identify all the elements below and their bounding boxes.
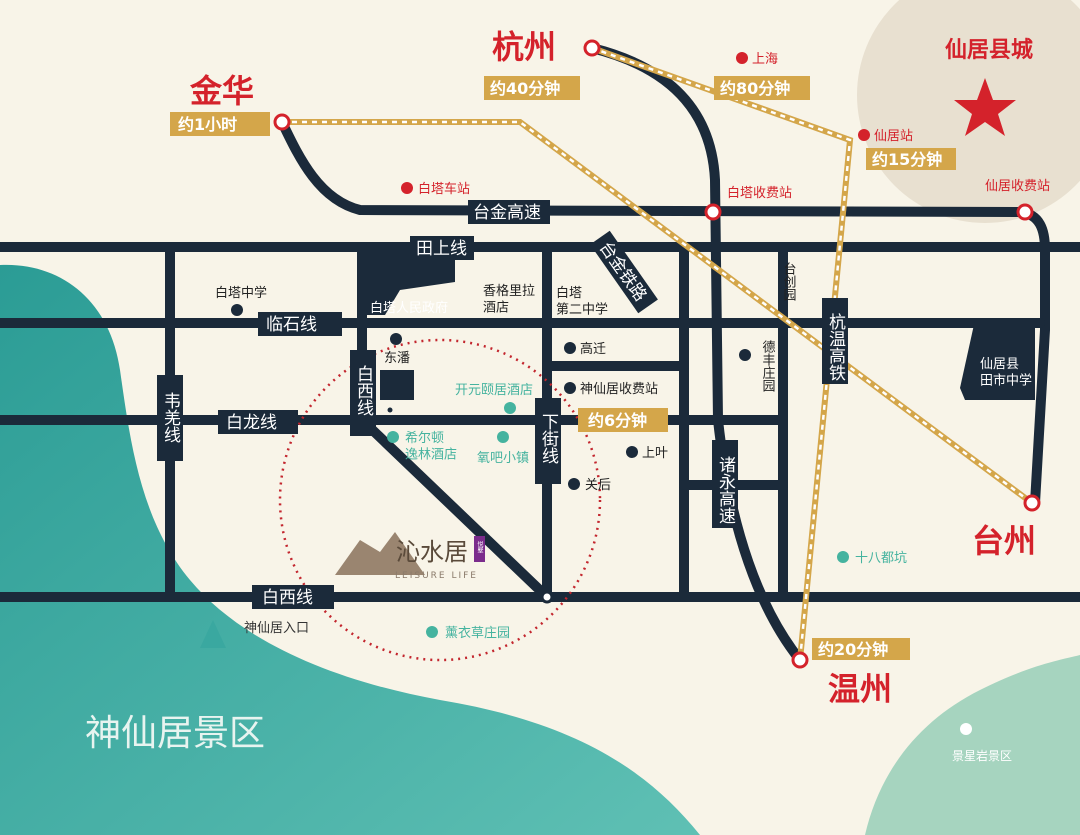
badge-hangzhou: 约40分钟 (490, 79, 560, 98)
poi-defeng: 德丰庄园 (760, 340, 776, 392)
road-xiajie: 下街线 (538, 413, 559, 464)
badge-station: 约15分钟 (872, 150, 942, 169)
poi-shenxian-toll: 神仙居收费站 (580, 382, 658, 397)
road-bailong: 白龙线 (226, 413, 277, 433)
city-jinhua: 金华 (189, 72, 254, 110)
poi-shiba: 十八都坑 (855, 551, 907, 566)
poi-baita-station: 白塔车站 (418, 181, 470, 197)
poi-shanghai: 上海 (752, 52, 778, 67)
radius-circle (278, 338, 602, 662)
green-area (865, 655, 1080, 835)
time-badges: 约1小时 约40分钟 约80分钟 约15分钟 约6分钟 约20分钟 (170, 76, 956, 660)
poi-hilton: 希尔顿逸林酒店 (405, 431, 457, 462)
badge-wenzhou: 约20分钟 (818, 640, 888, 659)
pois: 上海 仙居站 白塔车站 白塔收费站 仙居收费站 白塔中学 白塔人民政府 香格里拉… (85, 52, 1050, 763)
city-taizhou: 台州 (972, 522, 1036, 560)
poi-shangye: 上叶 (642, 446, 668, 461)
poi-school2: 白塔第二中学 (556, 285, 608, 317)
project-marker: 沁水居 悦墅 LEISURE LIFE (335, 370, 485, 581)
poi-lavender: 薰衣草庄园 (445, 625, 510, 641)
poi-kaiyuan: 开元颐居酒店 (455, 383, 533, 398)
city-wenzhou: 温州 (828, 670, 892, 708)
poi-baita-toll: 白塔收费站 (727, 185, 792, 201)
road-zhuyong: 诸永高速 (715, 456, 736, 524)
poi-xianju-station: 仙居站 (874, 129, 913, 144)
sea-area (0, 264, 700, 835)
road-baixi-v: 白西线 (353, 365, 374, 416)
nodes (273, 39, 1041, 669)
project-english: LEISURE LIFE (395, 571, 478, 581)
road-linshi: 临石线 (266, 315, 317, 335)
poi-oxygen: 氧吧小镇 (477, 451, 529, 466)
badge-jinhua: 约1小时 (178, 115, 237, 134)
poi-dongpan: 东潘 (384, 351, 410, 366)
road-weiqiang: 韦羌线 (160, 392, 181, 443)
road-hangwen: 杭温高铁 (825, 313, 846, 381)
city-county: 仙居县城 (945, 37, 1033, 63)
road-baixi-h: 白西线 (262, 588, 313, 608)
railways (282, 45, 1034, 661)
poi-guanhou: 关后 (585, 478, 611, 493)
road-taijin: 台金高速 (473, 203, 541, 223)
city-hangzhou: 杭州 (492, 28, 556, 66)
poi-entrance: 神仙居入口 (244, 621, 309, 636)
badge-toll: 约6分钟 (588, 411, 647, 430)
poi-jingxing: 景星岩景区 (952, 748, 1012, 763)
road-labels: 台金高速 田上线 临石线 白龙线 白西线 白西线 韦羌线 下街线 台金铁路 杭温… (157, 200, 848, 609)
poi-gov: 白塔人民政府 (370, 300, 448, 316)
scenic-area-label: 神仙居景区 (85, 713, 265, 754)
road-tianshang: 田上线 (416, 239, 467, 259)
poi-taichuang: 台创园 (781, 262, 797, 301)
poi-xianju-toll: 仙居收费站 (985, 179, 1050, 194)
star-icon (954, 78, 1016, 136)
project-tag: 悦墅 (476, 540, 483, 553)
project-name: 沁水居 (396, 538, 468, 566)
poi-gaoqian: 高迁 (580, 341, 606, 357)
roads (0, 43, 1080, 665)
poi-shangri: 香格里拉酒店 (483, 283, 535, 315)
poi-baita-school: 白塔中学 (215, 285, 267, 301)
badge-shanghai: 约80分钟 (720, 79, 790, 98)
poi-tianshi: 仙居县田市中学 (980, 357, 1032, 388)
